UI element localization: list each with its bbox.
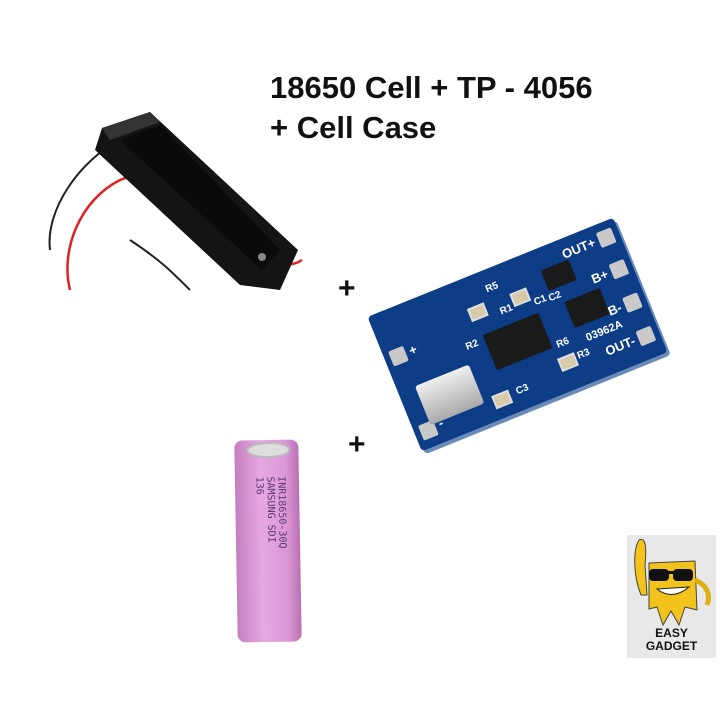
tp4056-board-image: OUT+ B+ B- OUT- + - R1 R2 R3 R5 R6 C1 C2… xyxy=(367,217,668,452)
mascot-icon xyxy=(634,538,711,627)
battery-holder-image xyxy=(40,100,320,300)
plus-sign: + xyxy=(348,428,366,461)
easy-gadget-logo: EASY GADGET xyxy=(627,535,716,658)
plus-sign: + xyxy=(338,272,356,305)
micro-usb-port xyxy=(414,364,485,426)
title-line-1: 18650 Cell + TP - 4056 xyxy=(270,70,593,105)
battery-terminal xyxy=(246,441,291,459)
battery-markings: INR18650-30Q SAMSUNG SDI 136 xyxy=(253,476,288,549)
page-title: 18650 Cell + TP - 4056 + Cell Case xyxy=(270,68,593,148)
18650-battery-image: INR18650-30Q SAMSUNG SDI 136 xyxy=(234,439,302,643)
title-line-2: + Cell Case xyxy=(270,110,437,145)
